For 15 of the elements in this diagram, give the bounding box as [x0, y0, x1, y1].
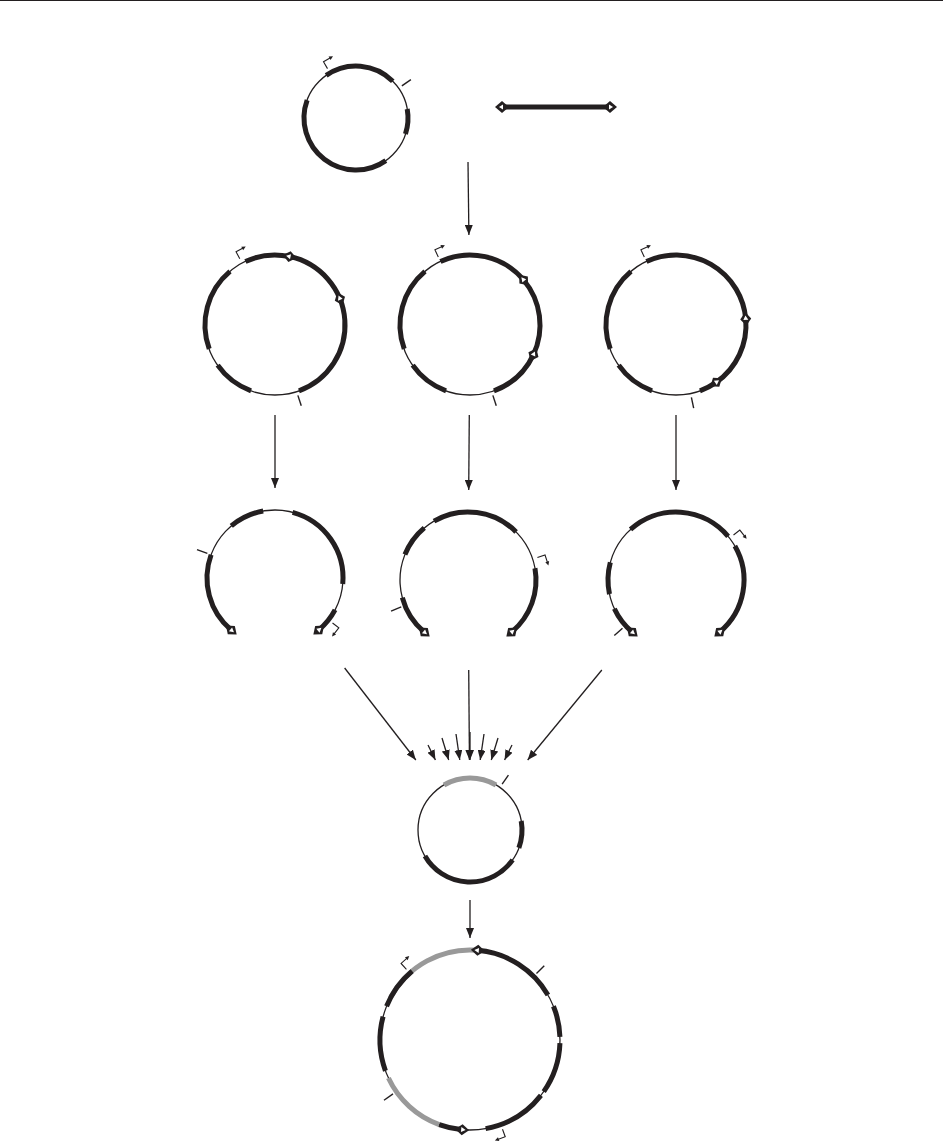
arrow: [344, 667, 417, 761]
arrow: [466, 899, 474, 939]
arrow: [441, 737, 450, 761]
arrow: [490, 737, 499, 761]
arrow: [464, 414, 473, 491]
arrow: [672, 414, 680, 491]
arrow: [464, 161, 473, 236]
arrow: [466, 731, 474, 761]
arrow: [503, 744, 513, 761]
arrow: [427, 744, 437, 761]
arrow: [527, 669, 603, 761]
arrow: [477, 733, 486, 761]
linear-fragment: [494, 98, 618, 116]
arrow: [271, 414, 279, 489]
arrow: [454, 733, 463, 761]
